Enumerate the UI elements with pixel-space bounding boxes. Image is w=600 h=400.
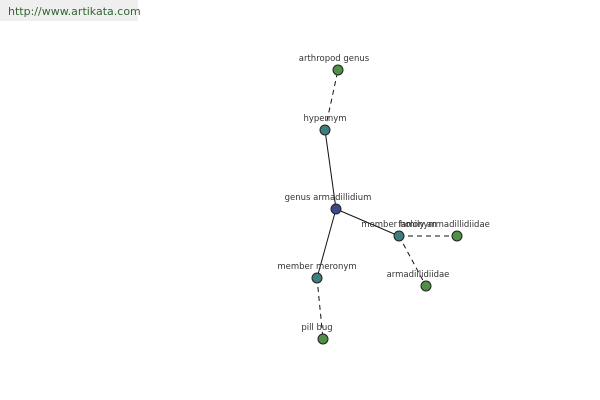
node-label-member-meronym[interactable]: member meronym (277, 262, 356, 272)
node-armadillidiidae[interactable] (420, 280, 432, 292)
edge-genus-armadillidium-member-meronym (316, 208, 337, 279)
node-label-arthropod-genus[interactable]: arthropod genus (299, 54, 370, 64)
node-genus-armadillidium[interactable] (330, 203, 342, 215)
node-label-member-holonym[interactable]: member holonym (361, 220, 436, 230)
node-label-genus-armadillidium[interactable]: genus armadillidium (285, 193, 372, 203)
graph-nodes (311, 64, 463, 345)
graph-edges (316, 69, 457, 340)
url-bar: http://www.artikata.com (0, 0, 141, 21)
node-member-meronym[interactable] (311, 272, 323, 284)
node-arthropod-genus[interactable] (332, 64, 344, 76)
node-label-hypernym[interactable]: hypernym (303, 114, 346, 124)
node-hypernym[interactable] (319, 124, 331, 136)
node-family-armadillidiidae[interactable] (451, 230, 463, 242)
graph-labels: genus armadillidium hypernym arthropod gen… (277, 54, 490, 333)
edge-genus-armadillidium-member-holonym (335, 208, 400, 237)
edge-hypernym-arthropod-genus (324, 69, 339, 131)
edge-member-holonym-armadillidiidae (398, 235, 427, 287)
node-label-family-armadillidiidae[interactable]: family armadillidiidae (398, 220, 490, 230)
node-pill-bug[interactable] (317, 333, 329, 345)
node-label-armadillidiidae[interactable]: armadillidiidae (387, 270, 450, 280)
edge-member-meronym-pill-bug (316, 277, 324, 340)
site-url-link[interactable]: http://www.artikata.com (8, 5, 141, 18)
node-member-holonym[interactable] (393, 230, 405, 242)
node-label-pill-bug[interactable]: pill bug (301, 323, 332, 333)
edge-genus-armadillidium-hypernym (324, 129, 337, 210)
